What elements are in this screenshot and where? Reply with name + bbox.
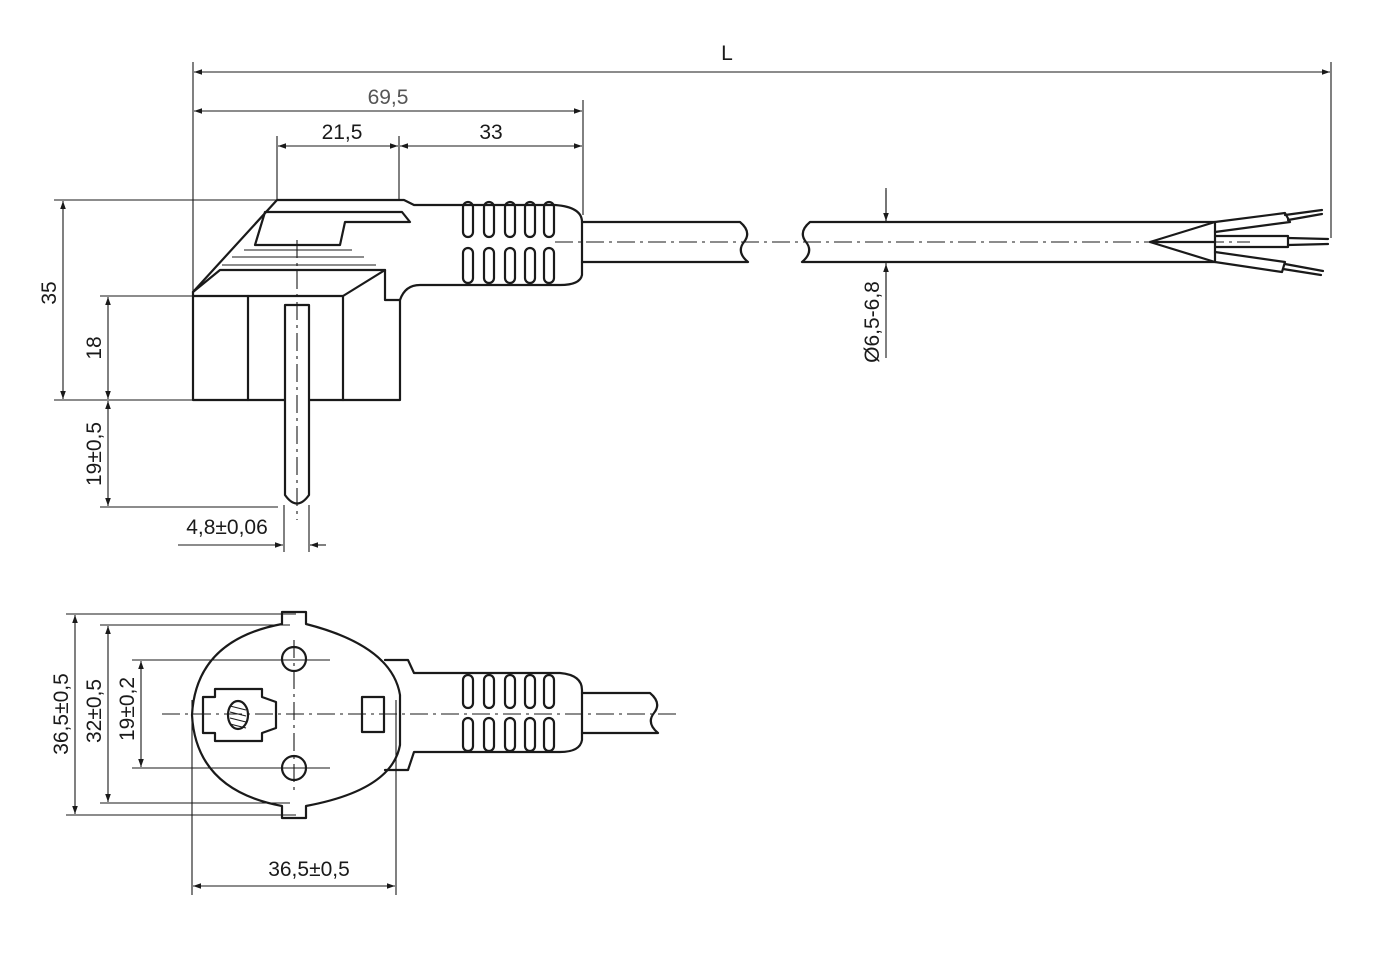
front-plug-body — [162, 610, 676, 820]
front-extension-lines — [66, 613, 397, 895]
front-grip-ribs-lower — [461, 716, 556, 753]
front-dim-32: 32±0,5 — [83, 679, 106, 743]
cable — [580, 208, 1330, 277]
dim-19-0-5: 19±0,5 — [83, 422, 106, 486]
plug-head — [191, 198, 1250, 520]
extension-lines — [54, 62, 1332, 552]
front-grip-ribs-upper — [461, 673, 556, 710]
front-dim-36-5-height: 36,5±0,5 — [50, 673, 73, 755]
front-dimension-lines — [72, 615, 395, 889]
front-dim-36-5-width: 36,5±0,5 — [268, 858, 350, 881]
front-view: 36,5±0,5 32±0,5 19±0,2 36,5±0,5 — [50, 610, 676, 895]
grip-ribs-lower — [461, 246, 556, 285]
dim-35: 35 — [38, 281, 61, 304]
dim-69-5: 69,5 — [368, 86, 409, 109]
dim-33: 33 — [479, 121, 502, 144]
dim-L: L — [721, 42, 733, 65]
side-view: L 69,5 21,5 33 35 18 19±0,5 4,8±0,06 Ø6,… — [38, 42, 1332, 552]
dim-cable-diameter: Ø6,5-6,8 — [861, 281, 884, 363]
dim-21-5: 21,5 — [322, 121, 363, 144]
grip-ribs-upper — [461, 200, 556, 239]
dim-18: 18 — [83, 336, 106, 359]
dimension-lines — [60, 69, 1330, 548]
front-dim-19-0-2: 19±0,2 — [116, 677, 139, 741]
dim-4-8: 4,8±0,06 — [186, 516, 268, 539]
